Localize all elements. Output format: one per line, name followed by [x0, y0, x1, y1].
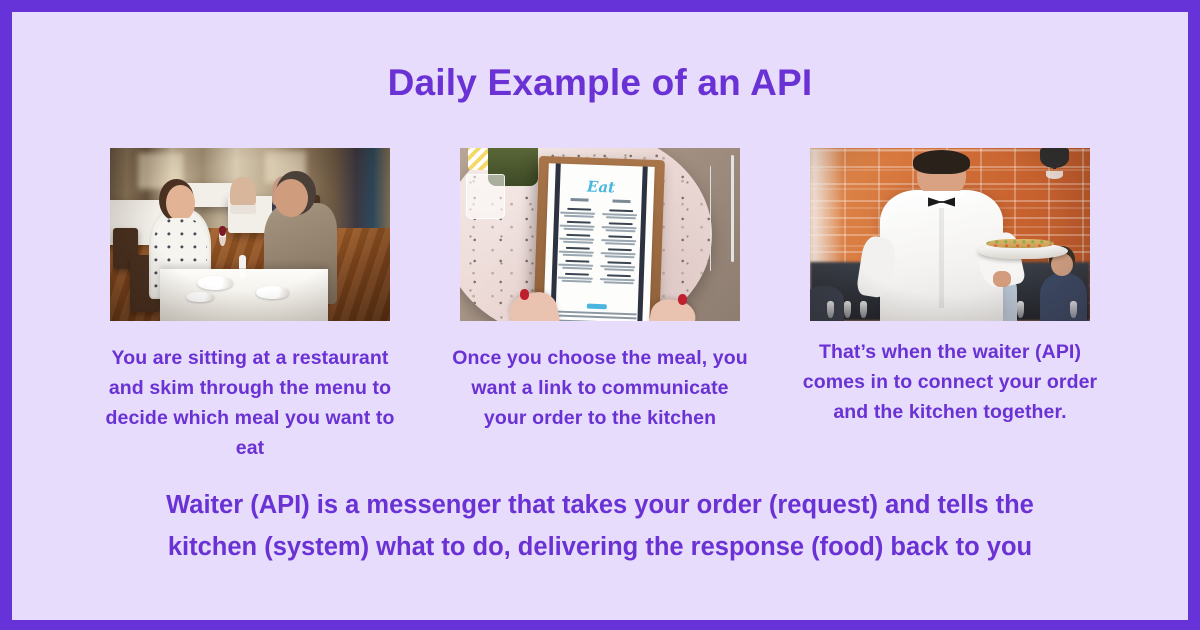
- dinner-plate: [185, 291, 214, 302]
- shirt-placket: [939, 207, 945, 308]
- steps-row: You are sitting at a restaurant and skim…: [12, 148, 1188, 463]
- bow-tie-icon: [928, 197, 956, 207]
- waiter-photo: [810, 148, 1090, 321]
- step-caption-3: That’s when the waiter (API) comes in to…: [802, 341, 1098, 423]
- menu-item: [600, 249, 638, 260]
- menu-paper: Eat: [542, 163, 655, 321]
- step-caption-2: Once you choose the meal, you want a lin…: [452, 347, 748, 429]
- background-guest: [1039, 253, 1088, 321]
- photo-vignette: [110, 148, 390, 321]
- plated-food: [986, 238, 1054, 249]
- water-glass: [238, 255, 246, 280]
- menu-item: [600, 236, 639, 247]
- menu-item: [599, 262, 638, 273]
- step-caption-1: You are sitting at a restaurant and skim…: [105, 347, 395, 459]
- dinner-plate: [196, 276, 234, 290]
- metal-chair-leg: [731, 154, 735, 263]
- wine-glass: [1017, 300, 1025, 318]
- menu-column-left: [557, 198, 598, 284]
- menu-item: [601, 223, 639, 234]
- menu-clipboard: Eat: [532, 156, 665, 321]
- page-title: Daily Example of an API: [387, 62, 813, 103]
- menu-item: [559, 208, 597, 219]
- wine-glass: [219, 225, 227, 246]
- pendant-lamp: [1040, 148, 1070, 169]
- menu-extras-section: [555, 303, 637, 321]
- menu-item: [558, 247, 596, 258]
- wine-glass: [826, 300, 834, 318]
- photo-vignette: [810, 148, 1090, 321]
- red-nail: [520, 289, 530, 301]
- menu-section-heading: [612, 200, 631, 204]
- step-item-3: That’s when the waiter (API) comes in to…: [775, 148, 1125, 427]
- red-nail: [677, 294, 687, 306]
- step-item-2: Eat: [425, 148, 775, 433]
- waiter-hair: [913, 150, 970, 174]
- dinner-plate: [255, 286, 290, 299]
- menu-item: [558, 234, 596, 245]
- menu-item: [557, 260, 595, 271]
- waiter-hand: [993, 271, 1011, 287]
- wine-glass: [843, 300, 851, 318]
- wine-glass: [1070, 300, 1078, 318]
- menu-section-heading: [570, 198, 588, 203]
- water-tumbler: [465, 173, 505, 219]
- background-diner: [230, 177, 256, 214]
- menu-item: [601, 210, 640, 221]
- menu-item: [557, 273, 595, 284]
- menu-photo: Eat: [460, 148, 740, 321]
- menu-column-right: [599, 200, 640, 286]
- menu-item: [599, 275, 637, 286]
- waiter-figure: [855, 150, 1026, 321]
- step-item-1: You are sitting at a restaurant and skim…: [75, 148, 425, 463]
- menu-heading: Eat: [586, 177, 615, 197]
- summary-text: Waiter (API) is a messenger that takes y…: [166, 491, 1034, 561]
- poster-canvas: Daily Example of an API: [12, 12, 1188, 620]
- menu-item: [558, 221, 597, 232]
- wine-glass: [860, 300, 868, 318]
- restaurant-dining-photo: [110, 148, 390, 321]
